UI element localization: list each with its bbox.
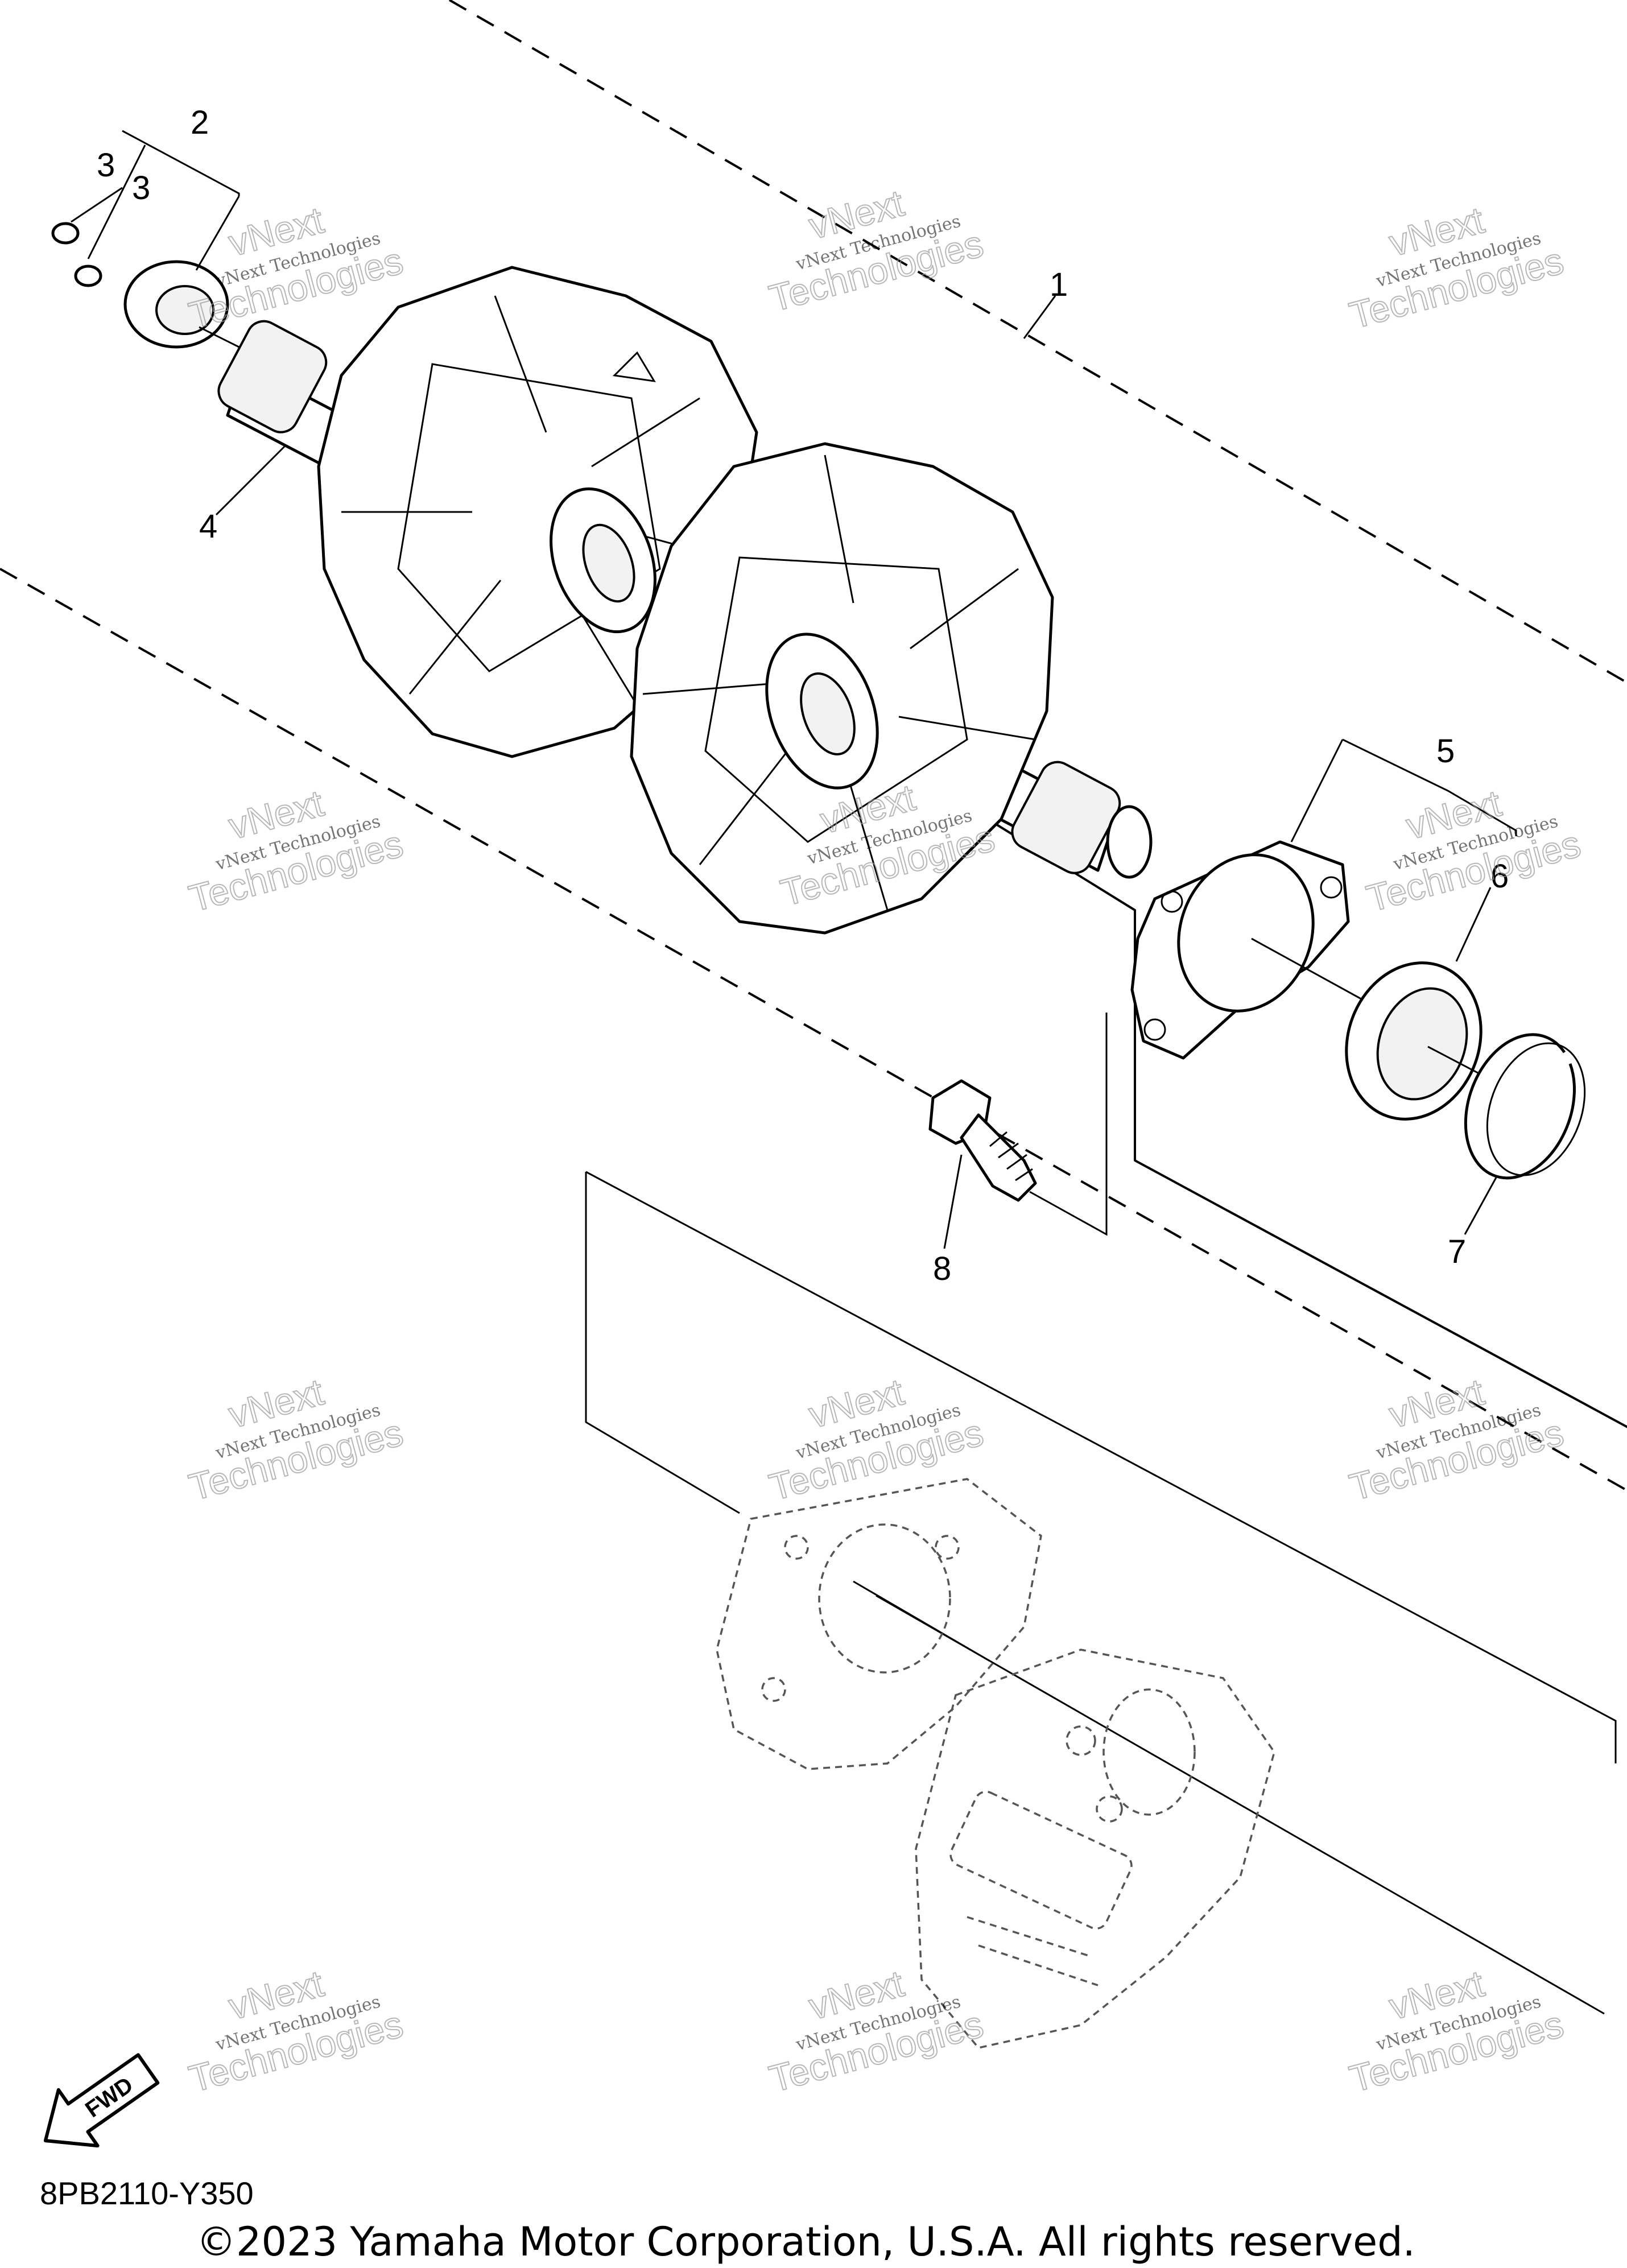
alignment-lines	[0, 0, 1627, 2015]
callout-2: 2	[191, 104, 209, 141]
callout-6: 6	[1490, 858, 1509, 895]
callout-3-upper: 3	[97, 147, 115, 184]
callout-3-lower: 3	[132, 170, 150, 206]
reference-housing-ghost	[716, 1478, 1042, 1770]
callout-4: 4	[199, 508, 217, 545]
housing-plate-part	[1130, 840, 1366, 1060]
reference-brake-caliper-ghost	[915, 1649, 1275, 2049]
fwd-arrow-icon: FWD	[43, 2053, 160, 2148]
diagram-code: 8PB2110-Y350	[40, 2175, 254, 2211]
drive-shaft-assembly	[217, 266, 1153, 935]
leader-lines	[215, 295, 1517, 1249]
callout-8: 8	[933, 1250, 951, 1287]
callout-7: 7	[1448, 1233, 1466, 1270]
callout-1: 1	[1050, 266, 1068, 303]
callout-5: 5	[1436, 733, 1455, 770]
bolt-part	[928, 1079, 1037, 1202]
callout-labels: 1 2 3 3 4 5 6 7 8	[97, 104, 1509, 1287]
bearing-part	[51, 130, 240, 349]
circlip-part	[1464, 1033, 1586, 1180]
copyright-notice: ©2023 Yamaha Motor Corporation, U.S.A. A…	[196, 2219, 1415, 2265]
